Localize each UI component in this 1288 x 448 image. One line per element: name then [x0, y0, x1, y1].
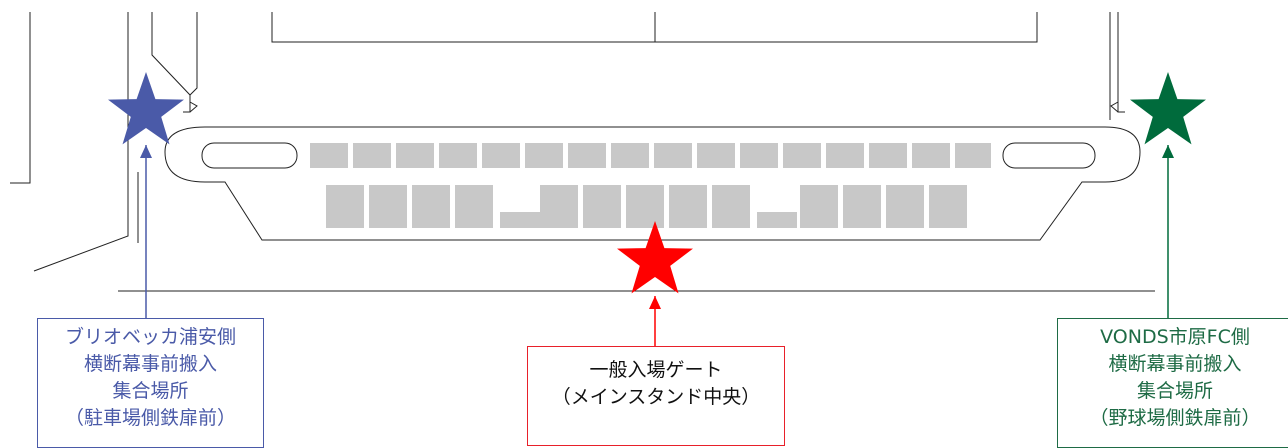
left-star-icon	[108, 72, 184, 145]
seat-block	[955, 143, 991, 168]
seat-block	[611, 143, 649, 168]
main-stand-outline	[164, 126, 1141, 241]
right-assembly-label: VONDS市原FC側 横断幕事前搬入 集合場所 （野球場側鉄扉前）	[1057, 318, 1288, 448]
seat-block	[669, 185, 707, 228]
seat-block	[826, 143, 864, 168]
seat-block	[326, 185, 364, 228]
right-star-icon	[1130, 72, 1206, 145]
seat-block	[568, 143, 606, 168]
left-label-line3: 集合場所	[112, 380, 189, 402]
seat-block	[929, 185, 967, 228]
seat-block	[482, 143, 520, 168]
right-arrowhead	[1162, 145, 1174, 158]
right-label-line1: VONDS市原FC側	[1100, 326, 1250, 348]
seat-dash	[500, 212, 540, 228]
center-label-line1: 一般入場ゲート	[589, 359, 723, 381]
seat-block	[654, 143, 692, 168]
seat-block	[783, 143, 821, 168]
left-wall-step	[189, 12, 198, 96]
seat-block	[353, 143, 391, 168]
seat-block	[626, 185, 664, 228]
seat-block	[310, 143, 348, 168]
seat-block	[525, 143, 563, 168]
center-star-icon	[617, 221, 693, 294]
seat-block	[369, 185, 407, 228]
left-label-line1: ブリオベッカ浦安側	[64, 326, 236, 348]
seat-block	[412, 185, 450, 228]
left-wall-inner	[151, 12, 191, 112]
seat-block	[869, 143, 907, 168]
seat-block	[697, 143, 735, 168]
seat-block	[583, 185, 621, 228]
left-label-line2: 横断幕事前搬入	[83, 353, 217, 375]
right-label-line3: 集合場所	[1136, 380, 1213, 402]
seat-block	[540, 185, 578, 228]
center-gate-label: 一般入場ゲート （メインスタンド中央）	[527, 346, 785, 446]
seat-dash	[757, 212, 797, 228]
seat-block	[740, 143, 778, 168]
seat-block	[912, 143, 950, 168]
right-label-line4: （野球場側鉄扉前）	[1089, 407, 1261, 429]
seat-block	[800, 185, 838, 228]
left-end-capsule	[201, 142, 298, 169]
center-label-line2: （メインスタンド中央）	[551, 386, 761, 408]
seat-block	[843, 185, 881, 228]
left-wall-road	[33, 12, 129, 272]
left-gate-bracket	[183, 98, 198, 113]
seat-block	[396, 143, 434, 168]
seat-blocks	[310, 143, 991, 228]
seat-block	[712, 185, 750, 228]
left-arrowhead	[140, 145, 152, 158]
center-arrowhead	[649, 296, 661, 309]
seat-block	[439, 143, 477, 168]
seat-block	[886, 185, 924, 228]
right-gate-bracket	[1110, 98, 1125, 113]
left-wall-outer	[10, 12, 31, 184]
left-assembly-label: ブリオベッカ浦安側 横断幕事前搬入 集合場所 （駐車場側鉄扉前）	[37, 318, 264, 448]
left-label-line4: （駐車場側鉄扉前）	[64, 407, 236, 429]
right-end-capsule	[1002, 142, 1096, 169]
seat-block	[455, 185, 493, 228]
right-label-line2: 横断幕事前搬入	[1108, 353, 1242, 375]
